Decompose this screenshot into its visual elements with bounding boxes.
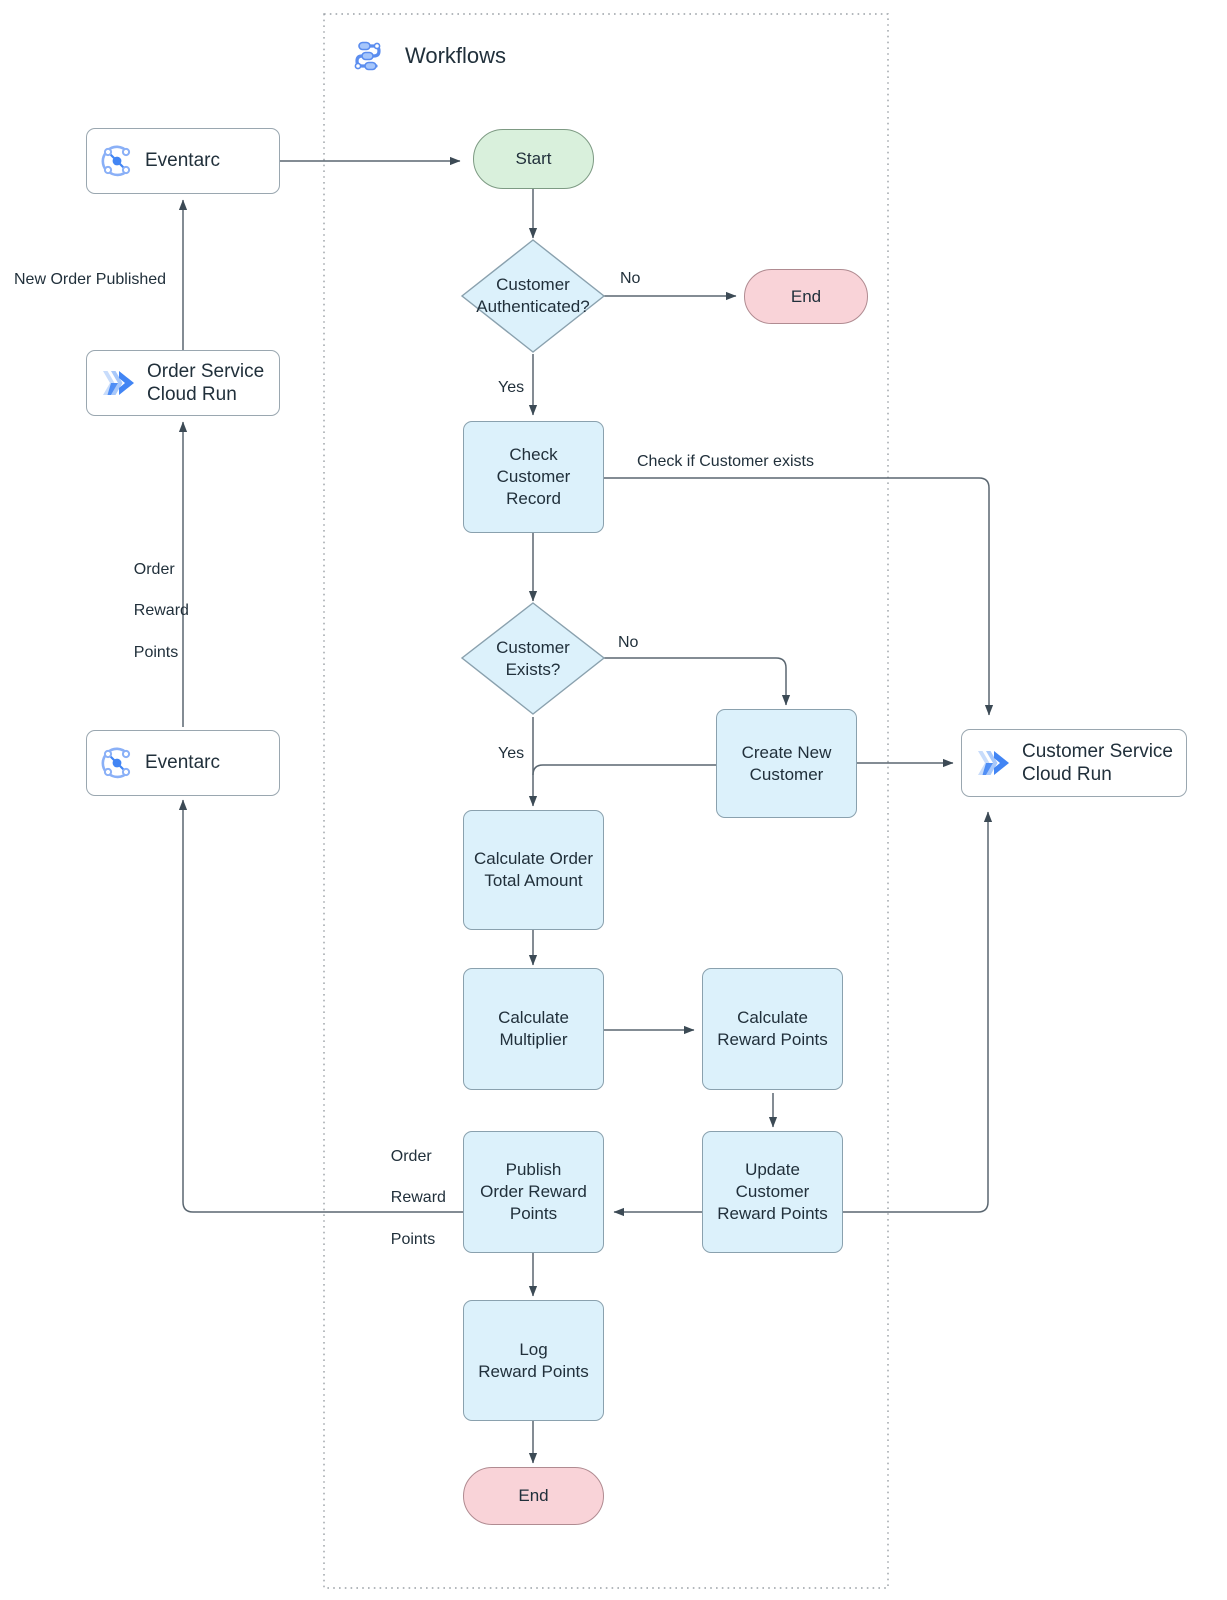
orp-upper-l1: Order [133,560,175,578]
service-order-service-cloud-run-label: Order Service Cloud Run [147,360,264,406]
node-customer-exists-label: Customer Exists? [462,603,604,715]
node-customer-exists[interactable]: Customer Exists? [462,603,604,715]
calc-rp-line2: Reward Points [717,1030,828,1049]
log-line2: Reward Points [478,1361,589,1381]
edge-exists-no-to-create [604,657,791,706]
update-line3: Reward Points [717,1203,828,1223]
customer-service-line1: Customer Service [1022,740,1173,762]
node-check-customer-record[interactable]: Check Customer Record [463,421,604,533]
edge-check-to-customer-service [604,477,994,716]
edge-label-order-reward-points-upper: Order Reward Points [116,539,189,685]
check-line3: Record [506,488,561,508]
calc-rp-line1: Calculate [737,1008,808,1028]
node-calculate-reward-points[interactable]: Calculate Reward Points [702,968,843,1090]
orp-lower-l3: Points [390,1230,436,1248]
eventarc-icon [101,145,131,177]
service-order-service-cloud-run[interactable]: Order Service Cloud Run [86,350,280,416]
calc-total-line1: Calculate Order [473,849,594,869]
calc-mult-line2: Multiplier [499,1030,568,1049]
node-end-top-label: End [790,286,822,306]
edge-publish-to-eventarc-bottom [178,799,463,1213]
workflows-icon [354,41,381,71]
customer-service-line2: Cloud Run [1022,764,1112,785]
update-line1: Update [745,1160,800,1180]
publish-line2: Order Reward [480,1182,587,1202]
workflows-group-border [323,13,889,1589]
node-update-customer-reward-points[interactable]: Update Customer Reward Points [702,1131,843,1253]
orp-lower-l1: Order [390,1147,432,1165]
node-calculate-multiplier[interactable]: Calculate Multiplier [463,968,604,1090]
calc-total-line2: Total Amount [484,871,583,890]
node-customer-authenticated[interactable]: Customer Authenticated? [462,240,604,352]
node-create-new-customer[interactable]: Create New Customer [716,709,857,818]
edge-label-new-order-published: New Order Published [14,271,167,288]
edge-label-auth-yes: Yes [498,379,525,396]
node-end-bottom-label: End [518,1486,549,1506]
node-publish-order-reward-points[interactable]: Publish Order Reward Points [463,1131,604,1253]
update-line2: Customer [735,1182,810,1202]
edge-label-order-reward-points-lower: Order Reward Points [373,1126,446,1272]
auth-line2: Authenticated? [476,297,590,316]
orp-upper-l3: Points [133,643,179,661]
edge-update-to-customer-service [843,811,993,1213]
node-start-label: Start [515,149,552,169]
cloud-run-icon [978,751,1009,775]
auth-line1: Customer [496,275,570,295]
eventarc-icon [101,747,131,779]
edge-exists-yes-to-create-new-customer [532,764,716,776]
node-end-top[interactable]: End [744,269,868,324]
node-log-reward-points[interactable]: Log Reward Points [463,1300,604,1421]
calc-mult-line1: Calculate [498,1008,569,1028]
check-line1: Check [509,445,558,465]
orp-upper-l2: Reward [133,602,189,620]
decision-customer-exists-shape [460,602,606,715]
exists-line1: Customer [496,638,570,658]
order-service-line1: Order Service [147,360,265,382]
node-calculate-order-total-amount[interactable]: Calculate Order Total Amount [463,810,604,930]
edge-label-exists-yes: Yes [498,745,525,762]
create-line1: Create New [741,742,832,762]
publish-line1: Publish [505,1160,562,1180]
edge-label-exists-no: No [618,634,639,651]
service-eventarc-top-label: Eventarc [145,150,220,172]
node-customer-authenticated-label: Customer Authenticated? [462,240,604,352]
create-line2: Customer [749,764,824,784]
edge-label-check-if-customer-exists: Check if Customer exists [637,453,814,470]
order-service-line2: Cloud Run [147,384,237,405]
node-start[interactable]: Start [473,129,594,189]
publish-line3: Points [509,1203,558,1223]
log-line1: Log [519,1339,548,1359]
orp-lower-l2: Reward [390,1189,446,1207]
check-line2: Customer [496,467,571,487]
service-customer-service-cloud-run-label: Customer Service Cloud Run [1022,740,1173,786]
edge-label-auth-no: No [620,270,641,287]
cloud-run-icon [103,371,134,395]
exists-line2: Exists? [505,660,561,679]
service-eventarc-bottom-label: Eventarc [145,752,220,774]
node-end-bottom[interactable]: End [463,1467,604,1525]
workflows-group-title: Workflows [405,43,507,68]
service-eventarc-bottom[interactable]: Eventarc [86,730,280,796]
decision-customer-authenticated-shape [460,239,606,353]
service-customer-service-cloud-run[interactable]: Customer Service Cloud Run [961,729,1187,797]
service-eventarc-top[interactable]: Eventarc [86,128,280,194]
